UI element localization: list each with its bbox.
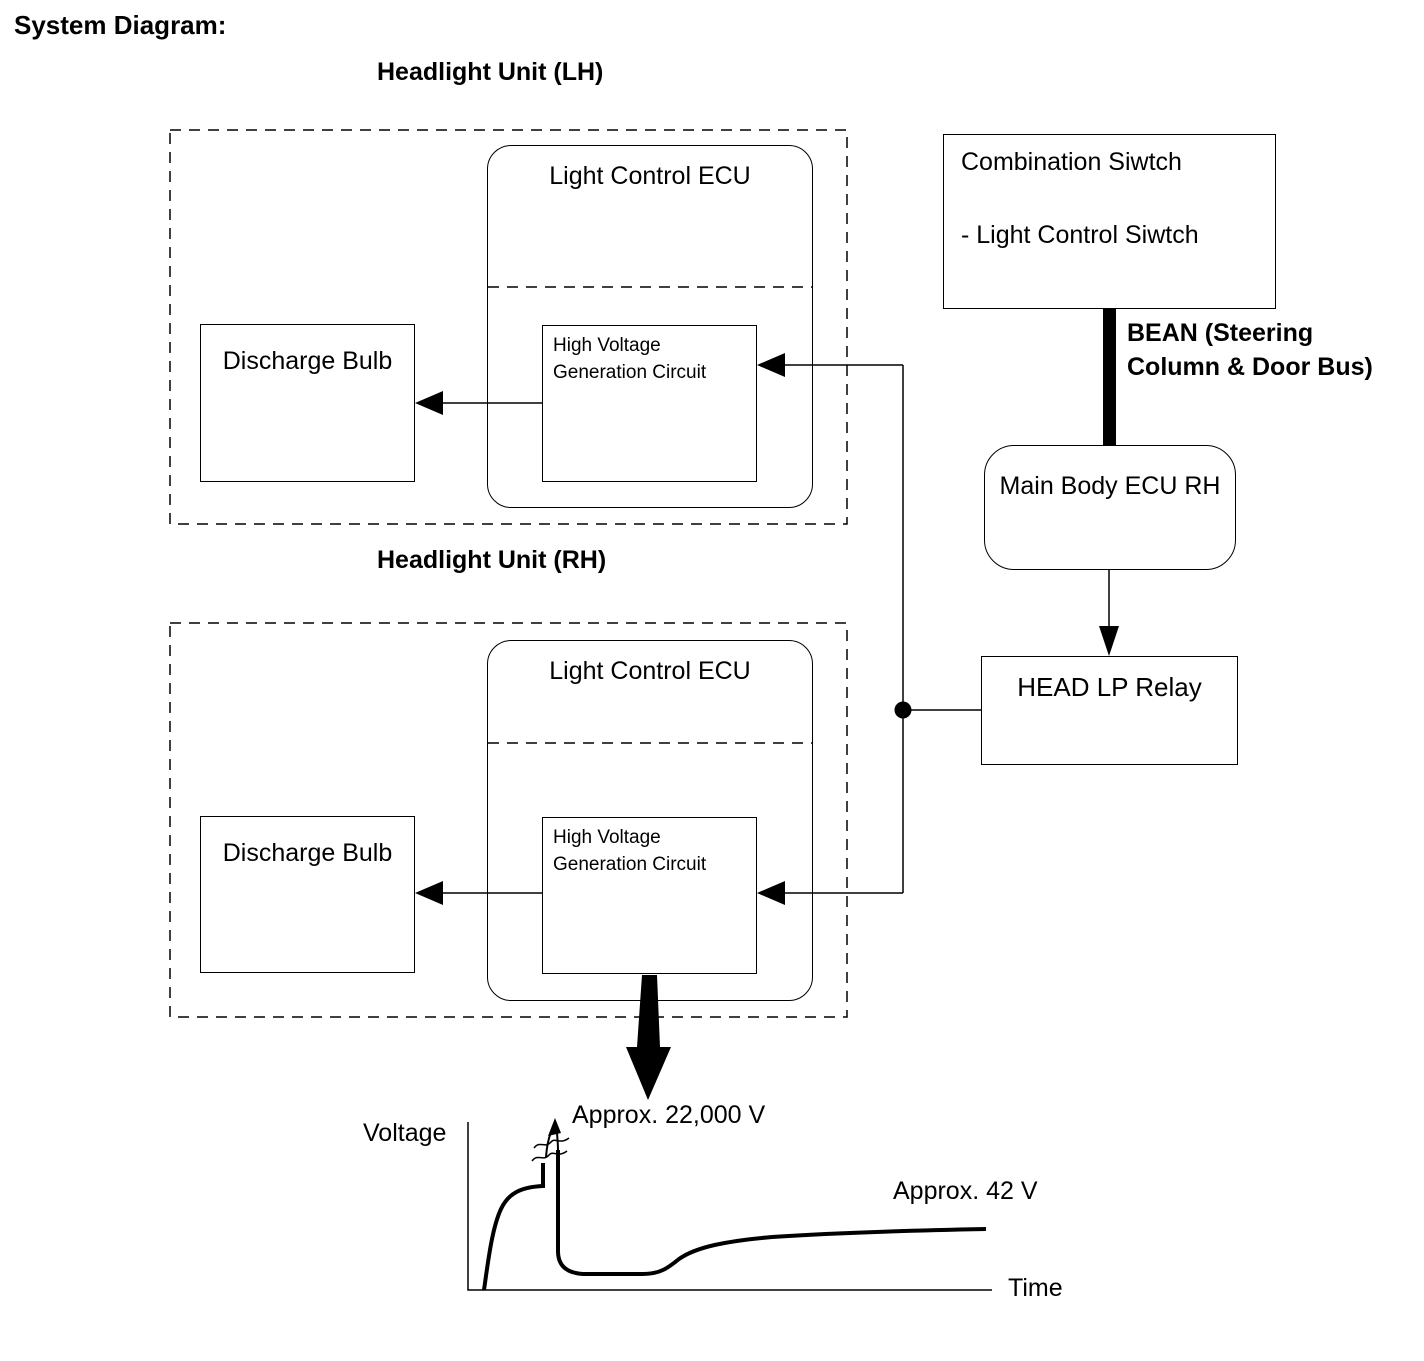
lh-bulb-arrowhead-icon	[415, 391, 443, 415]
rh-discharge-bulb-box: Discharge Bulb	[200, 816, 415, 973]
lh-hvgc-label: High Voltage Generation Circuit	[543, 326, 756, 386]
graph-curve-rise	[482, 1163, 545, 1291]
rh-unit-dashed-boundary	[169, 622, 848, 1018]
lh-light-control-ecu-box: Light Control ECU	[487, 145, 813, 508]
graph-break-squiggle-upper	[533, 1137, 570, 1149]
lh-hvgc-arrowhead-icon	[757, 353, 785, 377]
lh-hvgc-label-line1: High Voltage	[553, 335, 661, 356]
graph-axes	[467, 1122, 992, 1291]
bean-bus-line	[1103, 309, 1116, 445]
graph-steady-annotation: Approx. 42 V	[893, 1177, 1038, 1205]
combination-switch-box: Combination Siwtch - Light Control Siwtc…	[943, 134, 1276, 309]
graph-curve-settle	[556, 1150, 987, 1276]
rh-discharge-bulb-label: Discharge Bulb	[222, 839, 393, 867]
graph-spike-tip-icon	[548, 1118, 561, 1136]
rh-hvgc-label: High Voltage Generation Circuit	[543, 818, 756, 878]
graph-y-axis-label: Voltage	[363, 1119, 447, 1147]
lh-high-voltage-generation-circuit-box: High Voltage Generation Circuit	[542, 325, 757, 482]
lh-discharge-bulb-box: Discharge Bulb	[200, 324, 415, 482]
lh-light-control-ecu-label: Light Control ECU	[549, 162, 751, 190]
hvgc-output-fat-arrow-icon	[626, 975, 671, 1100]
graph-peak-annotation: Approx. 22,000 V	[572, 1101, 766, 1129]
rh-high-voltage-generation-circuit-box: High Voltage Generation Circuit	[542, 817, 757, 974]
lh-hvgc-label-line2: Generation Circuit	[553, 362, 707, 383]
lh-unit-label: Headlight Unit (LH)	[377, 58, 604, 86]
main-body-ecu-box: Main Body ECU RH	[984, 445, 1236, 570]
lh-discharge-bulb-label: Discharge Bulb	[222, 347, 393, 375]
rh-hvgc-arrowhead-icon	[757, 881, 785, 905]
page-title: System Diagram:	[14, 10, 227, 40]
head-lp-relay-box: HEAD LP Relay	[981, 656, 1238, 765]
rh-unit-label: Headlight Unit (RH)	[377, 546, 607, 574]
combination-switch-item: - Light Control Siwtch	[961, 221, 1199, 249]
head-lp-relay-label: HEAD LP Relay	[1017, 672, 1202, 702]
bean-bus-label: BEAN (Steering Column & Door Bus)	[1127, 316, 1373, 384]
rh-hvgc-label-line1: High Voltage	[553, 827, 661, 848]
bean-bus-label-line1: BEAN (Steering	[1127, 319, 1314, 347]
bean-bus-label-line2: Column & Door Bus)	[1127, 353, 1373, 381]
rh-bulb-arrowhead-icon	[415, 881, 443, 905]
relay-arrowhead-icon	[1099, 626, 1119, 656]
graph-x-axis-label: Time	[1008, 1274, 1063, 1302]
main-body-ecu-label: Main Body ECU RH	[999, 472, 1221, 500]
rh-light-control-ecu-label: Light Control ECU	[549, 657, 751, 685]
rh-hvgc-label-line2: Generation Circuit	[553, 854, 707, 875]
rh-light-control-ecu-box: Light Control ECU	[487, 640, 813, 1001]
lh-unit-dashed-boundary	[169, 129, 848, 525]
graph-break-squiggle-lower	[531, 1150, 568, 1162]
combination-switch-title: Combination Siwtch	[961, 148, 1182, 176]
